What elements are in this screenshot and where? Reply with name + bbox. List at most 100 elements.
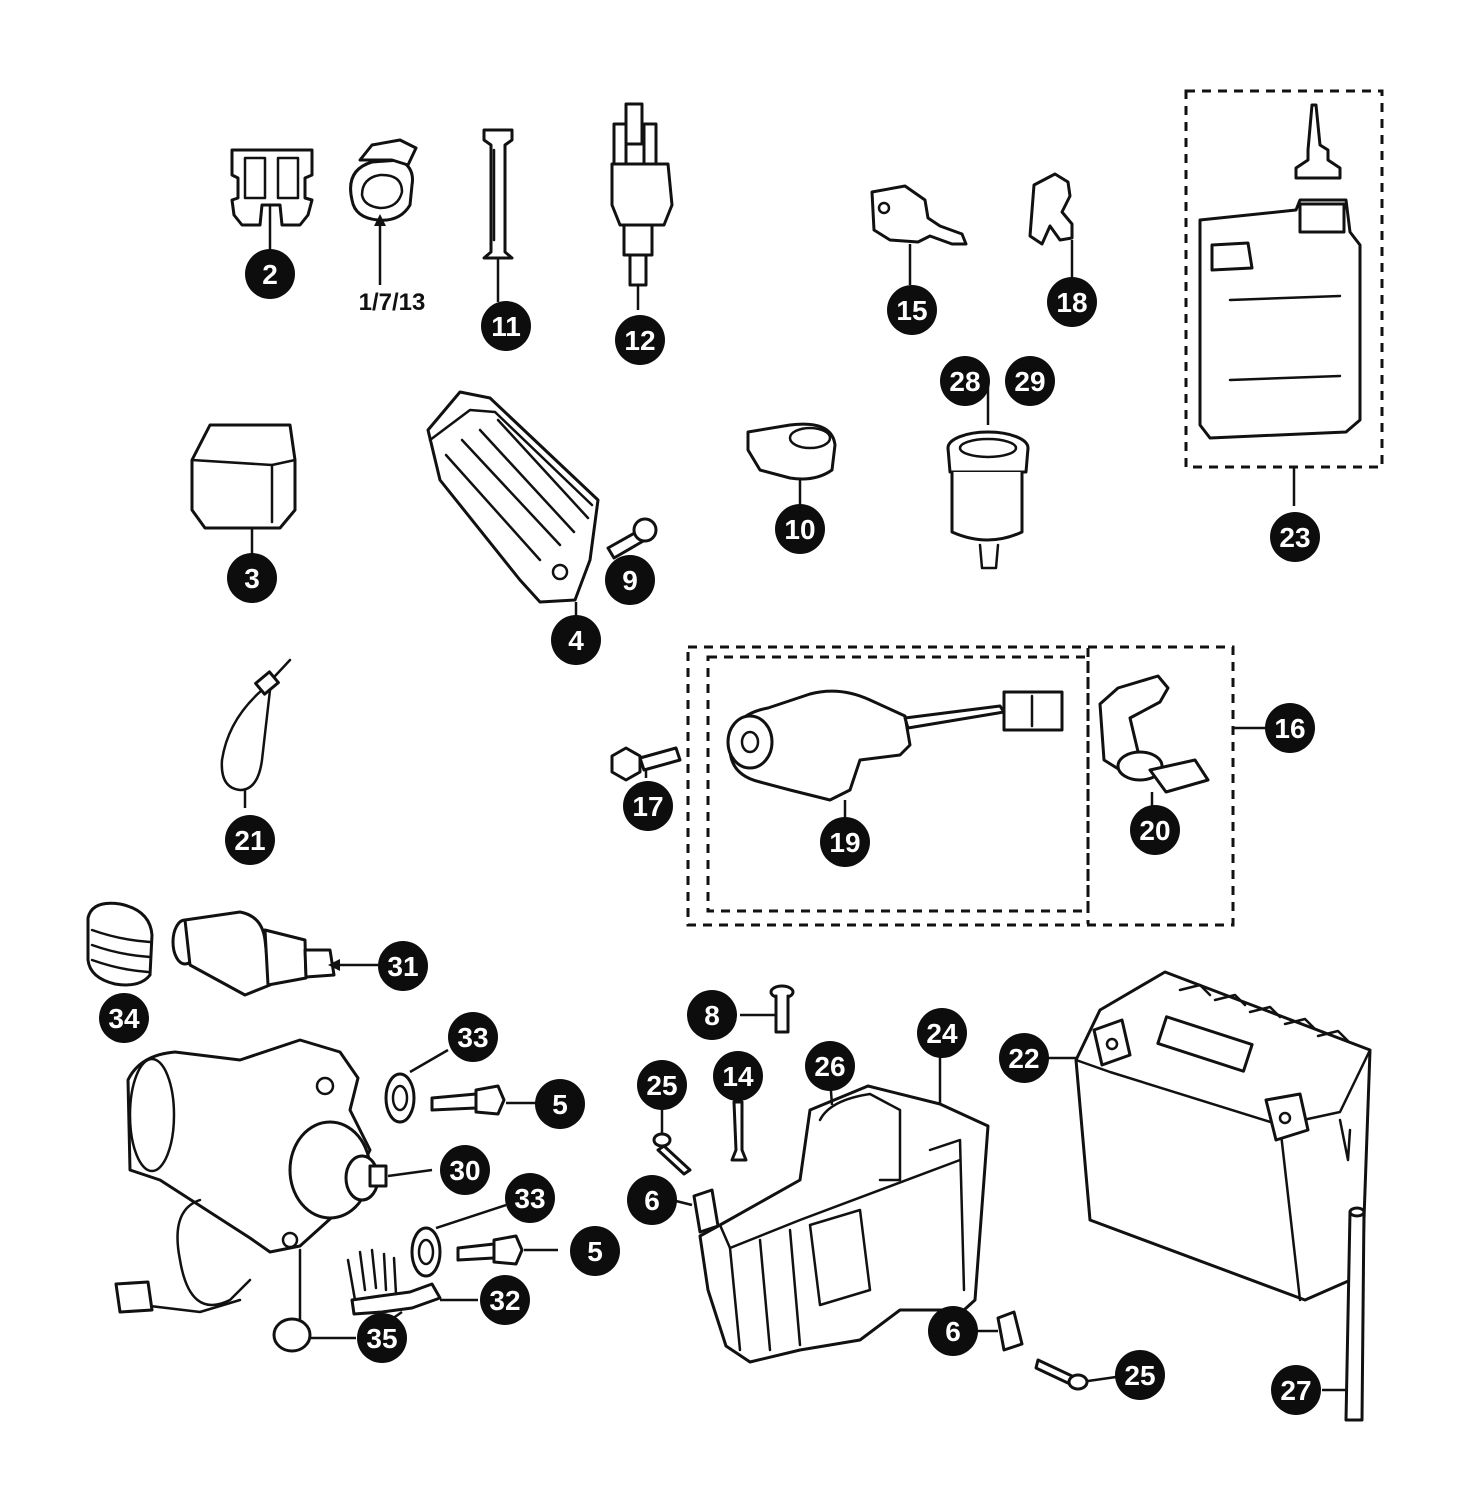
callout-28: 28 xyxy=(940,356,990,406)
callout-5-upper: 5 xyxy=(535,1079,585,1129)
seat-lock-drawing xyxy=(1098,674,1210,794)
oil-bottle-drawing xyxy=(1198,103,1362,440)
key-clip-drawing xyxy=(870,184,968,246)
svg-text:12: 12 xyxy=(624,325,655,356)
callout-15: 15 xyxy=(887,285,937,335)
ignition-switch-group-box xyxy=(706,655,1090,913)
bracket-clip-drawing xyxy=(1028,172,1074,246)
battery-drawing xyxy=(1074,970,1372,1302)
callout-24: 24 xyxy=(917,1008,967,1058)
callout-2: 2 xyxy=(245,249,295,299)
svg-text:29: 29 xyxy=(1014,366,1045,397)
svg-text:6: 6 xyxy=(945,1316,961,1347)
callout-33-upper: 33 xyxy=(448,1012,498,1062)
callout-20: 20 xyxy=(1130,805,1180,855)
callout-30: 30 xyxy=(440,1145,490,1195)
callout-12: 12 xyxy=(615,315,665,365)
ignition-switch-drawing xyxy=(726,689,1064,802)
grease-tube-drawing xyxy=(482,128,514,260)
power-socket-drawing xyxy=(946,430,1030,570)
regulator-screw-drawing xyxy=(606,517,658,560)
callout-33-lower: 33 xyxy=(505,1173,555,1223)
callout-19: 19 xyxy=(820,817,870,867)
battery-strap-bolt-drawing xyxy=(652,1132,692,1176)
washer-b-drawing xyxy=(410,1226,442,1278)
callout-3: 3 xyxy=(227,553,277,603)
callout-8: 8 xyxy=(687,990,737,1040)
svg-text:9: 9 xyxy=(622,565,638,596)
drive-ring-drawing xyxy=(86,901,154,987)
svg-text:17: 17 xyxy=(632,791,663,822)
svg-text:2: 2 xyxy=(262,259,278,290)
svg-text:8: 8 xyxy=(704,1000,720,1031)
lock-set-group-box xyxy=(686,645,1235,927)
callout-35: 35 xyxy=(357,1313,407,1363)
battery-box-drawing xyxy=(698,1084,990,1364)
callout-11: 11 xyxy=(481,301,531,351)
starter-drive-drawing xyxy=(171,910,336,997)
svg-text:14: 14 xyxy=(722,1061,754,1092)
callout-34: 34 xyxy=(99,993,149,1043)
svg-text:32: 32 xyxy=(489,1285,520,1316)
svg-text:23: 23 xyxy=(1279,522,1310,553)
svg-text:16: 16 xyxy=(1274,713,1305,744)
callout-14: 14 xyxy=(713,1051,763,1101)
callout-22: 22 xyxy=(999,1033,1049,1083)
svg-text:21: 21 xyxy=(234,825,265,856)
svg-text:19: 19 xyxy=(829,827,860,858)
label-fuse-group: 1/7/13 xyxy=(359,289,426,316)
callout-32: 32 xyxy=(480,1275,530,1325)
battery-box-bolt-drawing xyxy=(1034,1358,1089,1391)
hose-clamp-drawing xyxy=(746,422,837,481)
svg-text:4: 4 xyxy=(568,625,584,656)
svg-text:18: 18 xyxy=(1056,287,1087,318)
brake-switch-drawing xyxy=(610,102,674,287)
svg-text:28: 28 xyxy=(949,366,980,397)
svg-text:15: 15 xyxy=(896,295,927,326)
svg-text:20: 20 xyxy=(1139,815,1170,846)
svg-text:26: 26 xyxy=(814,1051,845,1082)
o-ring-drawing xyxy=(272,1248,312,1353)
battery-vent-hose-drawing xyxy=(1344,1206,1366,1422)
speed-nut-b-drawing xyxy=(996,1310,1024,1352)
washer-a-drawing xyxy=(384,1072,416,1124)
oil-bottle-group-box xyxy=(1184,89,1384,469)
svg-text:33: 33 xyxy=(514,1183,545,1214)
svg-text:33: 33 xyxy=(457,1022,488,1053)
wire-clip-drawing xyxy=(349,138,418,222)
lock-bolt-drawing xyxy=(610,746,682,782)
relay-drawing xyxy=(190,423,297,530)
callout-9: 9 xyxy=(605,555,655,605)
spring-clip-drawing xyxy=(346,1248,442,1316)
fuse-drawing xyxy=(230,148,314,227)
starter-motor-drawing xyxy=(114,1038,388,1314)
callout-10: 10 xyxy=(775,504,825,554)
svg-text:25: 25 xyxy=(1124,1360,1155,1391)
svg-text:24: 24 xyxy=(926,1018,958,1049)
svg-text:30: 30 xyxy=(449,1155,480,1186)
callout-31: 31 xyxy=(378,941,428,991)
svg-text:5: 5 xyxy=(552,1089,568,1120)
callout-17: 17 xyxy=(623,781,673,831)
callout-27: 27 xyxy=(1271,1365,1321,1415)
callout-29: 29 xyxy=(1005,356,1055,406)
svg-text:34: 34 xyxy=(108,1003,140,1034)
callout-21: 21 xyxy=(225,815,275,865)
callout-6-lower: 6 xyxy=(928,1306,978,1356)
callout-23: 23 xyxy=(1270,512,1320,562)
svg-text:35: 35 xyxy=(366,1323,397,1354)
cable-tie-drawing xyxy=(220,658,292,792)
svg-text:3: 3 xyxy=(244,563,260,594)
callout-26: 26 xyxy=(805,1041,855,1091)
svg-text:22: 22 xyxy=(1008,1043,1039,1074)
voltage-regulator-drawing xyxy=(426,390,600,604)
callout-18: 18 xyxy=(1047,277,1097,327)
callout-25-lower: 25 xyxy=(1115,1350,1165,1400)
callout-25-upper: 25 xyxy=(637,1060,687,1110)
svg-text:27: 27 xyxy=(1280,1375,1311,1406)
callout-4: 4 xyxy=(551,615,601,665)
battery-box-screw-drawing xyxy=(769,984,795,1034)
svg-text:11: 11 xyxy=(491,311,521,342)
callout-6-upper: 6 xyxy=(627,1175,677,1225)
speed-nut-a-drawing xyxy=(692,1188,720,1234)
